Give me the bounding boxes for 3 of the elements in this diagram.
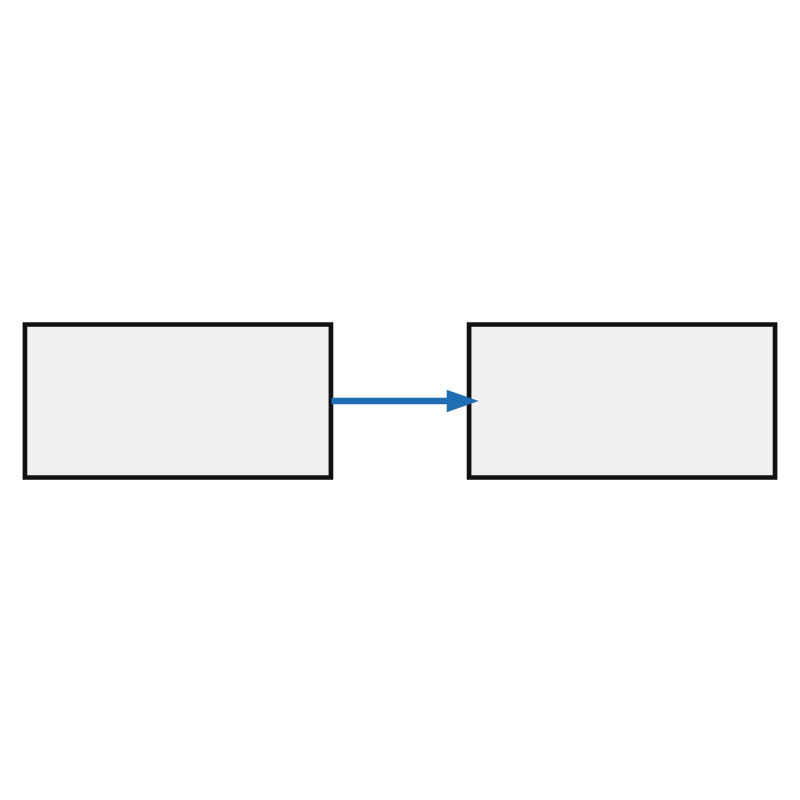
node-box	[22, 321, 334, 479]
node-box	[466, 321, 778, 479]
arrow	[331, 388, 479, 412]
